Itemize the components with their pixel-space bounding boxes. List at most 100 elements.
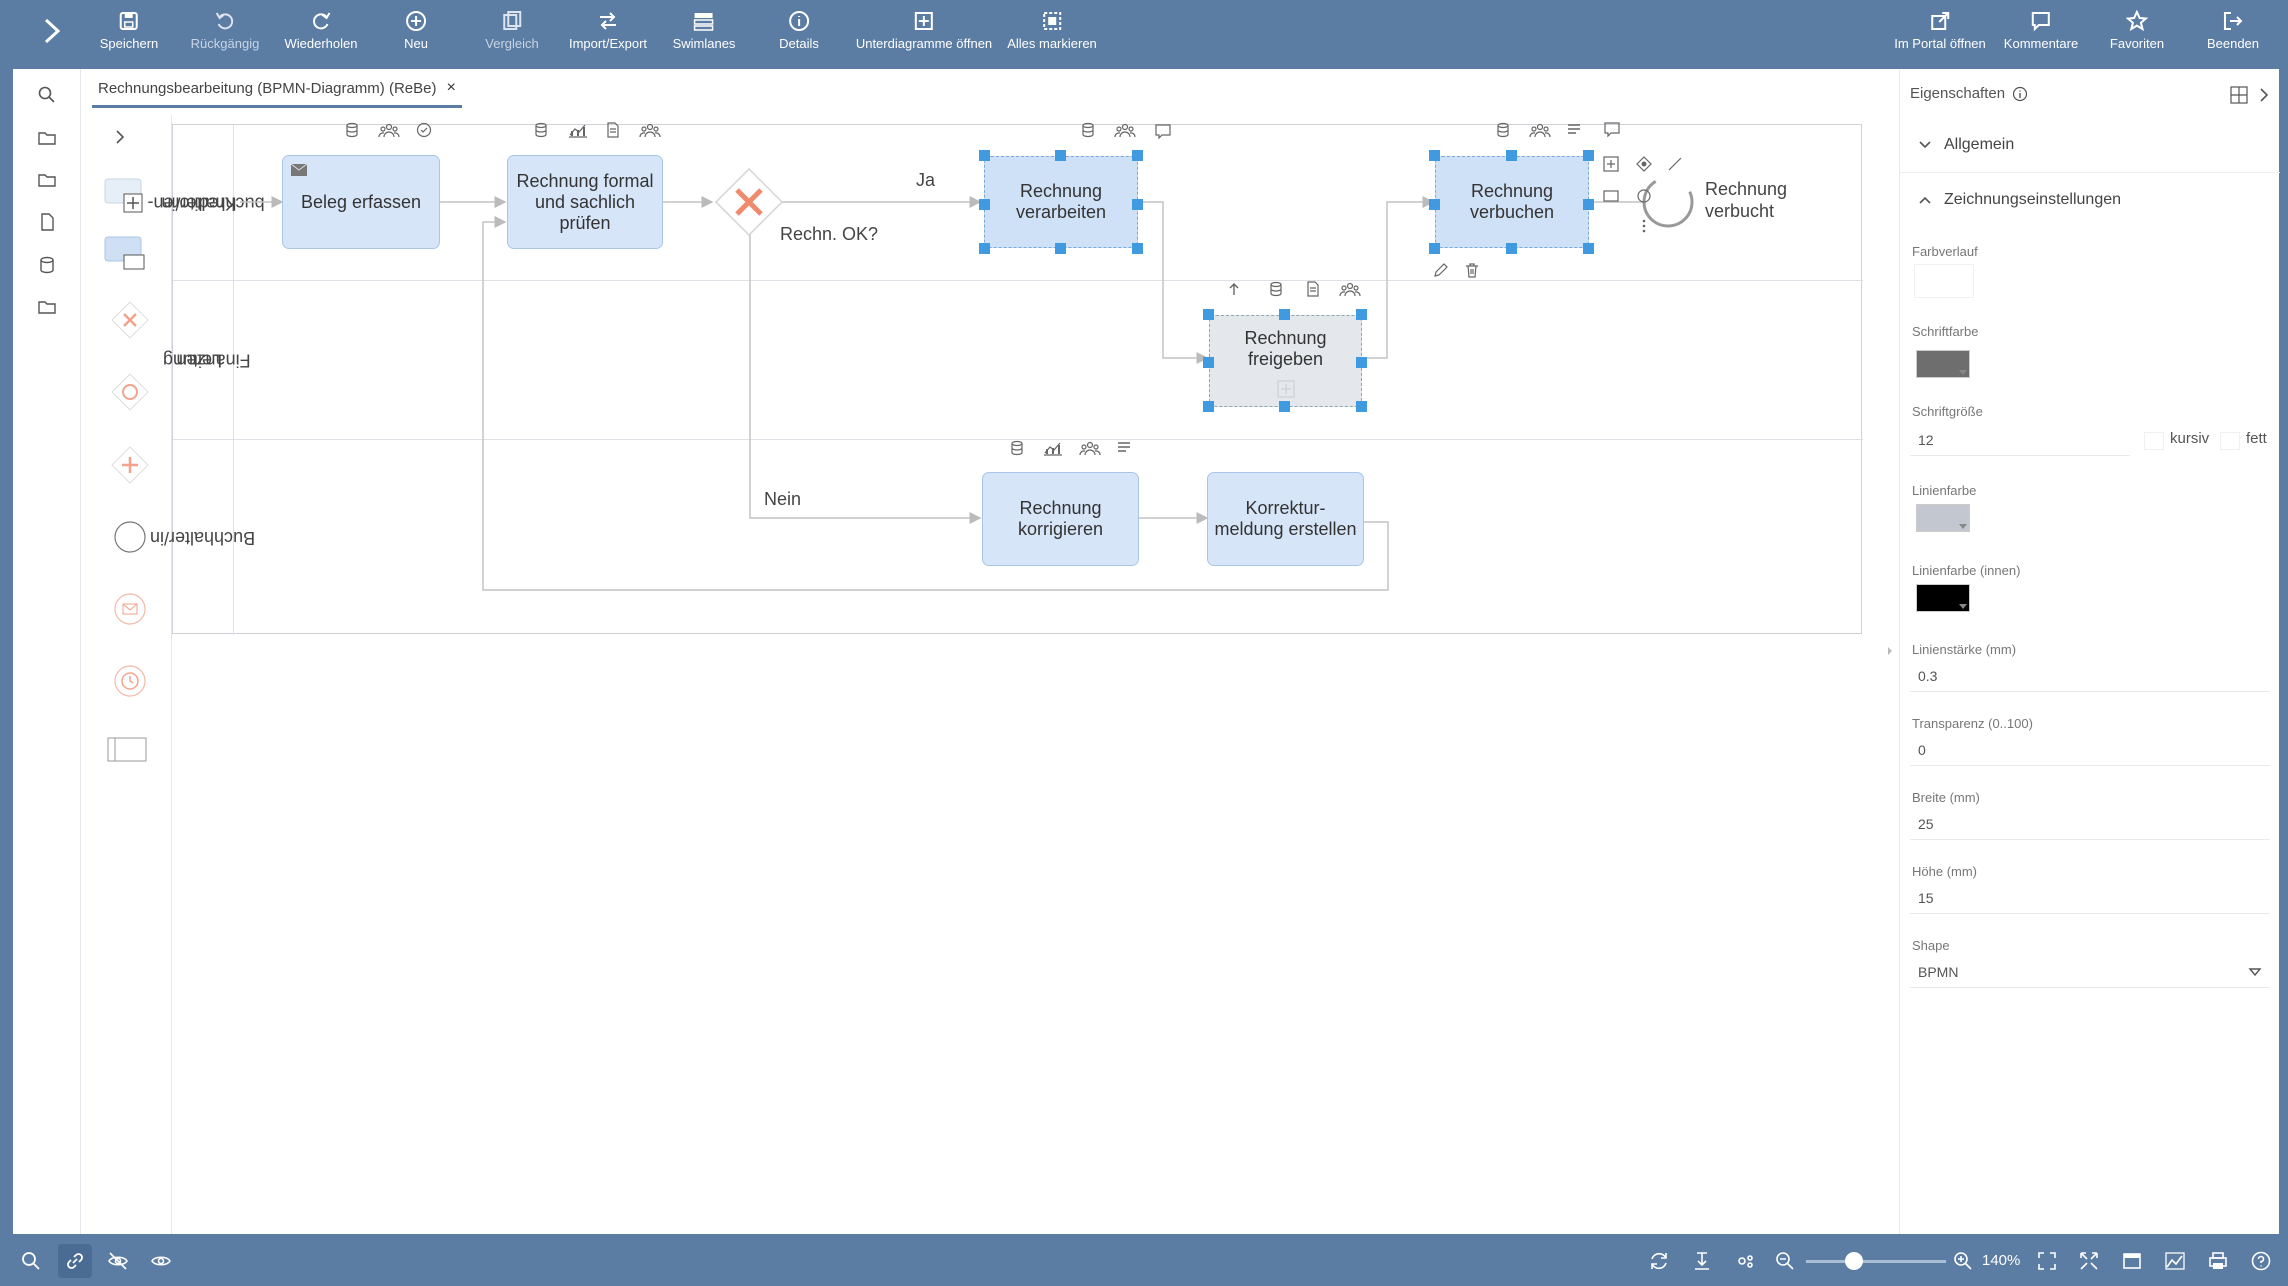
data-store-icon[interactable]	[1495, 122, 1511, 138]
font-size-input[interactable]: 12	[1910, 424, 2130, 456]
task-rechnung-verbuchen[interactable]: Rechnung verbuchen	[1435, 156, 1589, 248]
add-event-icon[interactable]	[1636, 188, 1652, 204]
roles-icon[interactable]	[1529, 122, 1551, 138]
task-beleg-erfassen[interactable]: Beleg erfassen	[282, 155, 440, 249]
bold-checkbox[interactable]	[2220, 432, 2240, 450]
kpi-chart-icon[interactable]	[1043, 440, 1063, 456]
palette-exclusive-gateway-icon[interactable]	[110, 300, 150, 340]
roles-icon[interactable]	[1114, 122, 1136, 138]
roles-icon[interactable]	[639, 122, 661, 138]
folder-icon[interactable]	[37, 297, 57, 317]
quit-button[interactable]: Beenden	[2207, 10, 2259, 51]
data-store-icon[interactable]	[1080, 122, 1096, 138]
palette-timer-event-icon[interactable]	[112, 663, 148, 699]
task-korrekturmeldung-erstellen[interactable]: Korrektur-meldung erstellen	[1207, 472, 1364, 566]
edit-pencil-icon[interactable]	[1433, 262, 1449, 278]
exclusive-gateway[interactable]	[713, 166, 785, 238]
info-icon[interactable]	[2012, 86, 2028, 102]
roles-icon[interactable]	[1079, 440, 1101, 456]
section-general-toggle[interactable]: Allgemein	[1900, 118, 2280, 173]
palette-inclusive-gateway-icon[interactable]	[110, 372, 150, 412]
palette-start-event-icon[interactable]	[112, 519, 148, 555]
zoom-slider-thumb[interactable]	[1845, 1252, 1863, 1270]
window-icon[interactable]	[2121, 1250, 2143, 1272]
refresh-icon[interactable]	[1648, 1250, 1670, 1272]
redo-button[interactable]: Wiederholen	[285, 10, 358, 51]
compare-button[interactable]: Vergleich	[485, 10, 539, 51]
task-rechnung-pruefen[interactable]: Rechnung formal und sachlich prüfen	[507, 155, 663, 249]
list-icon[interactable]	[1116, 440, 1132, 456]
chevron-right-icon[interactable]	[2256, 86, 2272, 104]
check-circle-icon[interactable]	[416, 122, 432, 138]
palette-task-icon[interactable]	[104, 235, 154, 275]
palette-subprocess-icon[interactable]	[104, 177, 154, 217]
settings-gear-icon[interactable]	[1734, 1250, 1756, 1272]
data-store-icon[interactable]	[1268, 281, 1284, 297]
more-vertical-icon[interactable]	[1636, 218, 1652, 234]
folder-icon[interactable]	[37, 128, 57, 148]
search-icon[interactable]	[37, 85, 57, 105]
help-icon[interactable]	[2250, 1250, 2272, 1272]
roles-icon[interactable]	[1339, 281, 1361, 297]
open-subdiagrams-button[interactable]: Unterdiagramme öffnen	[856, 10, 992, 51]
overview-map-icon[interactable]	[2164, 1250, 2186, 1272]
eye-off-icon[interactable]	[107, 1250, 129, 1272]
width-input[interactable]: 25	[1910, 808, 2270, 840]
data-store-icon[interactable]	[533, 122, 549, 138]
line-width-input[interactable]: 0.3	[1910, 660, 2270, 692]
details-button[interactable]: Details	[779, 10, 819, 51]
save-button[interactable]: Speichern	[100, 10, 158, 51]
inner-line-color-picker[interactable]	[1916, 584, 1970, 612]
document-icon[interactable]	[37, 212, 57, 232]
arrow-up-icon[interactable]	[1226, 281, 1242, 297]
list-icon[interactable]	[1566, 122, 1582, 138]
line-color-picker[interactable]	[1916, 504, 1970, 532]
font-color-picker[interactable]	[1916, 350, 1970, 378]
shape-select[interactable]: BPMN	[1910, 956, 2270, 988]
document-icon[interactable]	[605, 122, 621, 138]
italic-checkbox[interactable]	[2144, 432, 2164, 450]
open-in-portal-button[interactable]: Im Portal öffnen	[1894, 10, 1986, 51]
expand-panel-icon[interactable]	[2230, 86, 2248, 104]
undo-button[interactable]: Rückgängig	[191, 10, 259, 51]
section-drawing-toggle[interactable]: Zeichnungseinstellungen	[1900, 173, 2280, 228]
gradient-toggle[interactable]	[1914, 264, 1974, 298]
data-store-icon[interactable]	[1009, 440, 1025, 456]
zoom-in-icon[interactable]	[1952, 1250, 1974, 1272]
task-rechnung-verarbeiten[interactable]: Rechnung verarbeiten	[984, 156, 1138, 248]
swimlanes-button[interactable]: Swimlanes	[673, 10, 735, 51]
folder-open-icon[interactable]	[37, 170, 57, 190]
fullscreen-icon[interactable]	[2078, 1250, 2100, 1272]
comment-icon[interactable]	[1604, 122, 1620, 138]
document-icon[interactable]	[1305, 281, 1321, 297]
comments-button[interactable]: Kommentare	[2004, 10, 2078, 51]
data-store-icon[interactable]	[344, 122, 360, 138]
panel-resize-handle-icon[interactable]	[1886, 645, 1894, 657]
palette-parallel-gateway-icon[interactable]	[110, 445, 150, 485]
add-gateway-icon[interactable]	[1636, 156, 1652, 172]
fit-page-icon[interactable]	[2036, 1250, 2058, 1272]
menu-chevron-icon[interactable]	[40, 16, 64, 46]
eye-icon[interactable]	[150, 1250, 172, 1272]
document-tab[interactable]: Rechnungsbearbeitung (BPMN-Diagramm) (Re…	[92, 80, 462, 108]
zoom-out-icon[interactable]	[1774, 1250, 1796, 1272]
zoom-slider-track[interactable]	[1806, 1260, 1946, 1263]
database-icon[interactable]	[37, 255, 57, 275]
height-input[interactable]: 15	[1910, 882, 2270, 914]
add-task-icon[interactable]	[1603, 188, 1619, 204]
task-rechnung-korrigieren[interactable]: Rechnung korrigieren	[982, 472, 1139, 566]
trash-icon[interactable]	[1464, 262, 1480, 278]
select-all-button[interactable]: Alles markieren	[1007, 10, 1097, 51]
palette-message-event-icon[interactable]	[112, 591, 148, 627]
chevron-right-icon[interactable]	[110, 127, 130, 147]
favorites-button[interactable]: Favoriten	[2110, 10, 2164, 51]
new-button[interactable]: Neu	[404, 10, 428, 51]
align-bottom-icon[interactable]	[1691, 1250, 1713, 1272]
comment-icon[interactable]	[1155, 124, 1171, 140]
palette-pool-icon[interactable]	[106, 735, 150, 765]
task-rechnung-freigeben[interactable]: Rechnung freigeben	[1209, 315, 1362, 407]
connector-line-icon[interactable]	[1667, 156, 1683, 172]
roles-icon[interactable]	[378, 122, 400, 138]
search-icon[interactable]	[20, 1250, 42, 1272]
add-subprocess-icon[interactable]	[1603, 156, 1619, 172]
